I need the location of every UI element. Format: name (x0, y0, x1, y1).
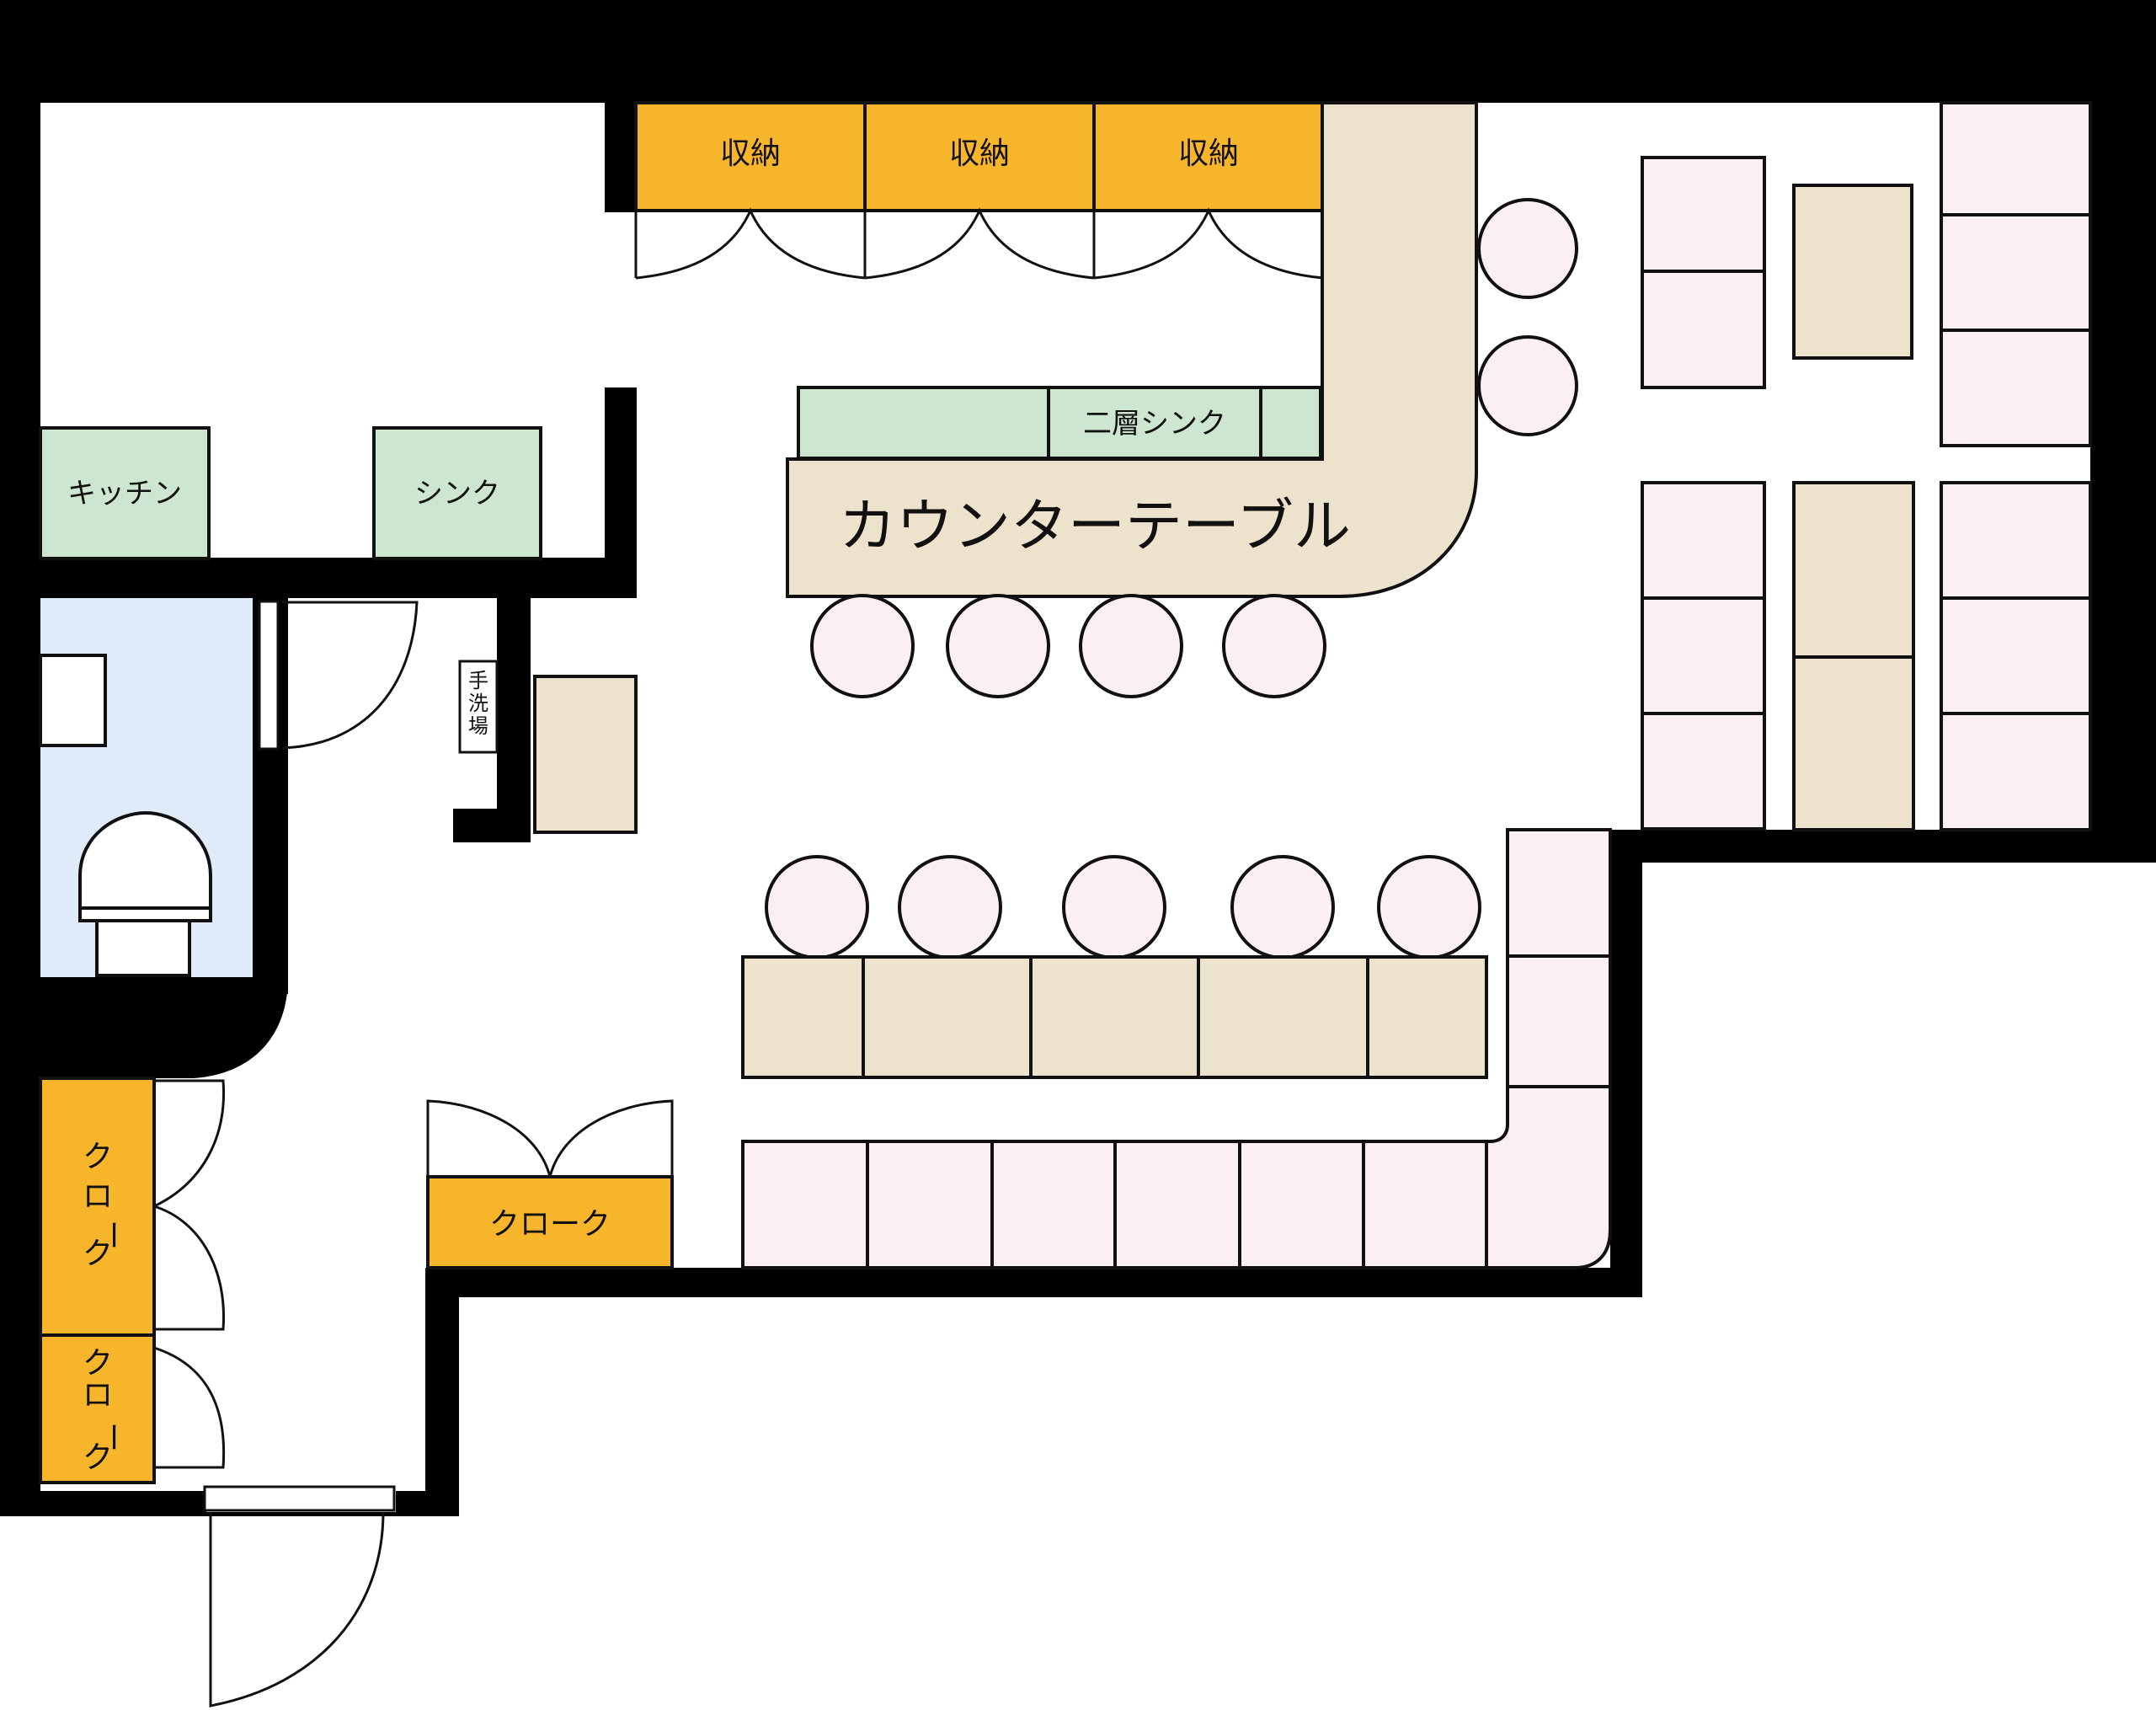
toilet-seat-edge (78, 906, 212, 922)
cloak-left-2 (39, 1333, 156, 1484)
storage-doors (634, 207, 1325, 280)
stool (1377, 855, 1481, 959)
stool (1079, 594, 1183, 698)
storage-1-label: 収納 (720, 136, 781, 171)
cloak-left-1-c3: ー (95, 1220, 130, 1250)
handwash-label-2: 洗 (468, 692, 488, 715)
restroom-door-swing (281, 601, 419, 750)
cloak-center (426, 1175, 674, 1269)
restroom-door-leaf (258, 600, 280, 751)
sink-unit (372, 426, 542, 560)
seat (1940, 329, 2092, 447)
wall-cloak-partition (425, 1268, 459, 1516)
stool (946, 594, 1050, 698)
wall-upper-divider (605, 103, 637, 212)
cloak-left-1-c1: ク (83, 1140, 113, 1174)
stool (1222, 594, 1326, 698)
stool (1062, 855, 1166, 959)
right-seating (1641, 101, 2092, 831)
handwash-label-1: 手 (468, 669, 488, 692)
stool (810, 594, 915, 698)
cloak-left-2-c1: ク (83, 1346, 113, 1381)
cloak-left-1-c4: ク (83, 1237, 113, 1271)
cloak-left-doors (153, 1079, 226, 1469)
handwash-station (458, 660, 499, 754)
toilet-tank (95, 919, 191, 977)
wall-handwash-base (453, 809, 531, 842)
kitchen-unit (39, 426, 211, 560)
cloak-center-label: クローク (489, 1207, 611, 1242)
cloak-center-doors (426, 1099, 674, 1178)
storage-3-label: 収納 (1178, 136, 1239, 171)
double-sink-label: 二層シンク (1083, 407, 1226, 441)
handwash-label-3: 場 (468, 714, 488, 738)
table (1792, 655, 1915, 831)
restroom-washbasin (39, 654, 107, 747)
storage-2 (863, 101, 1096, 212)
seat (1940, 101, 2092, 216)
wall-kitchen-bottom (40, 558, 637, 598)
seat (1641, 712, 1766, 831)
seat (1940, 213, 2092, 332)
entrance-door-swing (209, 1511, 385, 1707)
counter-table (786, 101, 1478, 598)
cloak-left-2-c2: ロ (83, 1378, 113, 1413)
kitchen-label: キッチン (67, 477, 182, 510)
wall-handwash-pillar (497, 598, 531, 842)
bottom-stools (765, 855, 1481, 959)
wall-restroom-bottom (40, 977, 288, 1078)
stool (1477, 335, 1578, 436)
seat (1641, 596, 1766, 715)
entrance-door-frame (203, 1485, 396, 1512)
seat (1940, 596, 2092, 715)
storage-2-label: 収納 (949, 136, 1010, 171)
counter-table-label: カウンターテーブル (839, 494, 1351, 560)
seat (1641, 481, 1766, 600)
bottom-table (741, 955, 1488, 1079)
stool (765, 855, 869, 959)
table (1792, 184, 1913, 360)
seat (1641, 270, 1766, 389)
counter-stools (810, 198, 1578, 698)
cloak-left-2-c4: ク (83, 1440, 113, 1475)
toilet-bowl (78, 810, 212, 910)
cloak-left-1-c2: ロ (83, 1179, 113, 1214)
prep-counter (797, 386, 1322, 460)
wall-mass (0, 0, 2156, 1516)
seat (1940, 712, 2092, 831)
stool (1230, 855, 1335, 959)
handwash-cabinet (533, 675, 638, 834)
stool (898, 855, 1002, 959)
cloak-left-1 (39, 1077, 156, 1337)
seat (1940, 481, 2092, 600)
bottom-bench-dividers (866, 954, 1610, 1268)
seat (1641, 156, 1766, 273)
sink-label: シンク (414, 477, 500, 510)
stool (1477, 198, 1578, 299)
bottom-bench (741, 828, 1612, 1269)
cloak-left-2-c3: ー (95, 1422, 130, 1452)
table (1792, 481, 1915, 659)
